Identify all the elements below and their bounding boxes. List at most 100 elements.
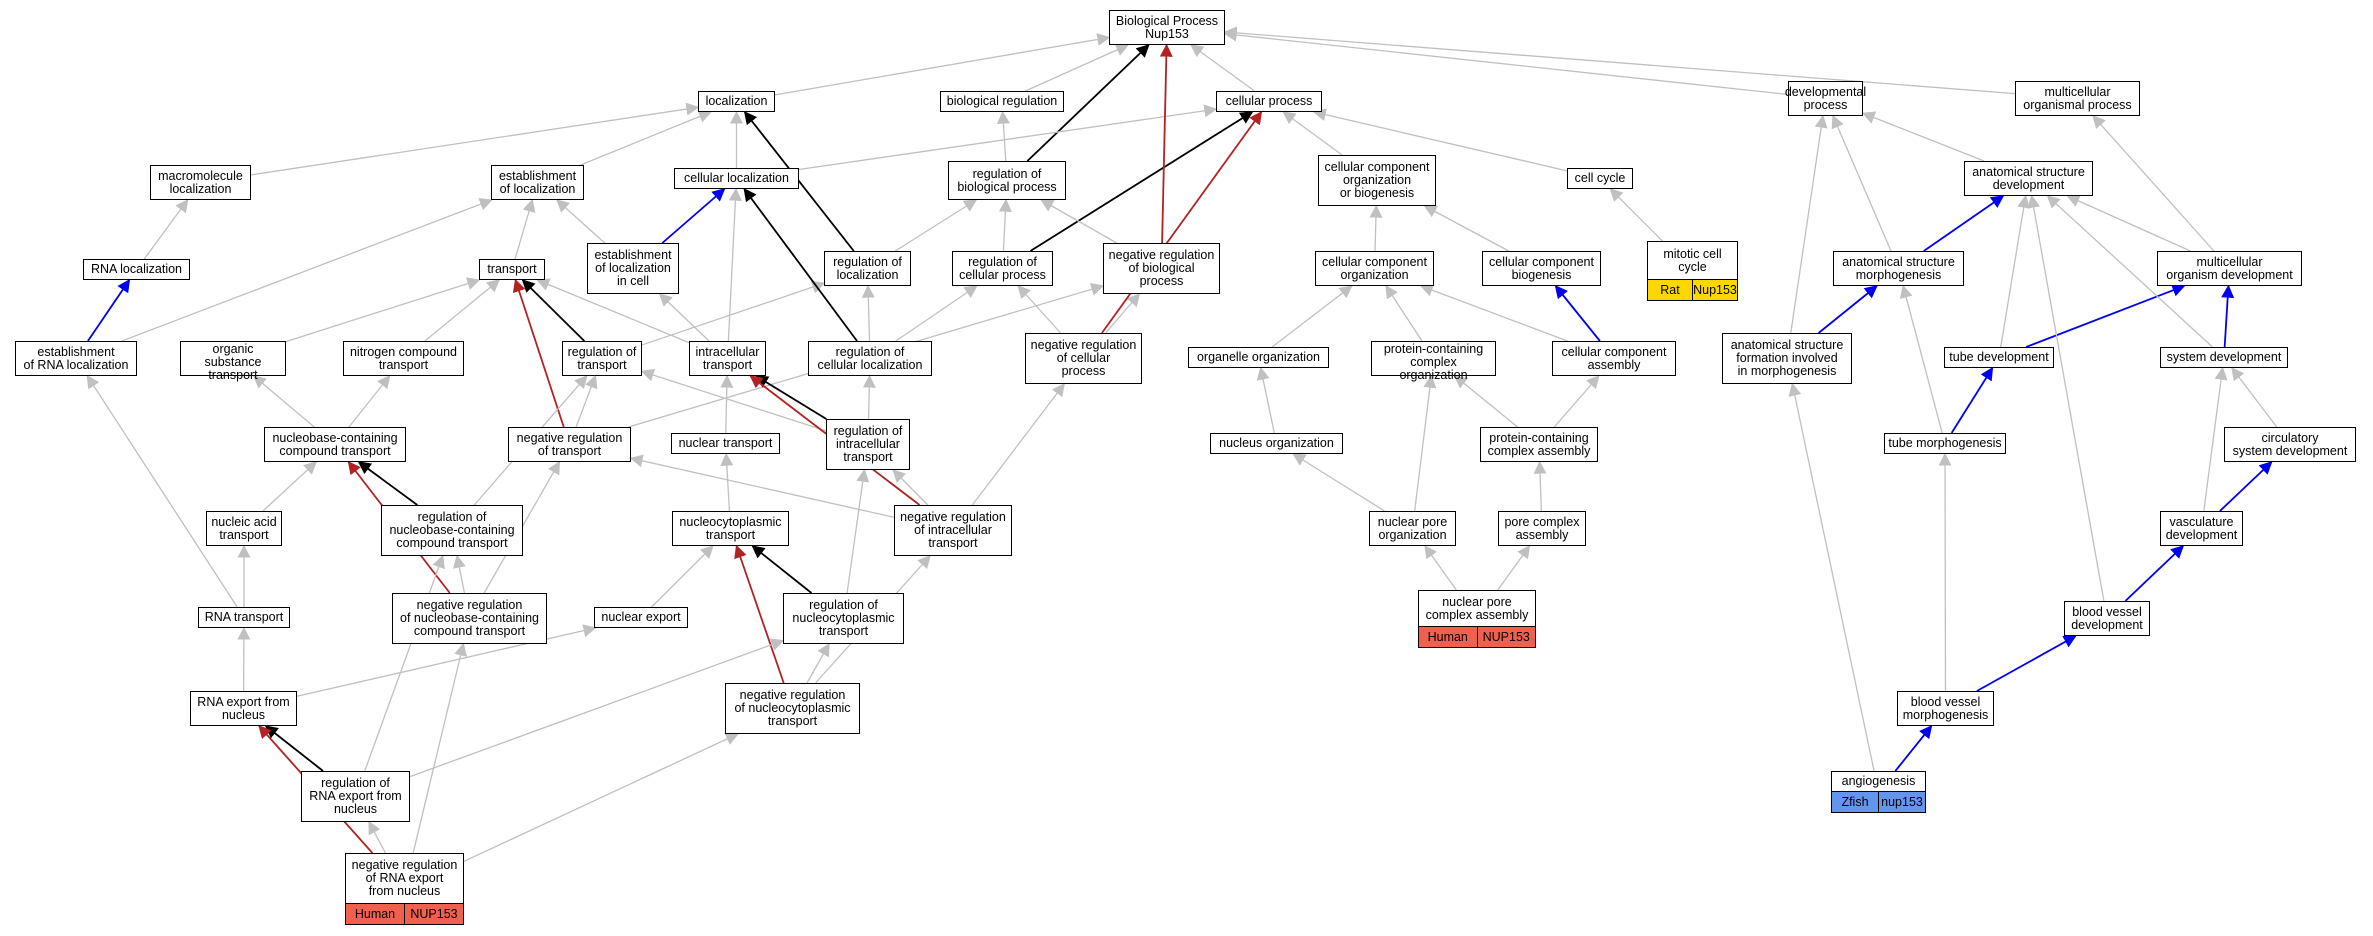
term-cellular-localization[interactable]: cellular localization <box>674 168 799 189</box>
term-nuclear-pore-organization[interactable]: nuclear pore organization <box>1369 511 1456 546</box>
edge-is-a <box>463 733 739 862</box>
term-label: pore complex assembly <box>1504 514 1580 542</box>
edge-is-a <box>285 277 481 343</box>
term-nucleus-organization[interactable]: nucleus organization <box>1210 433 1343 454</box>
term-system-development[interactable]: system development <box>2160 347 2288 368</box>
term-rna-transport[interactable]: RNA transport <box>198 607 290 628</box>
term-negative-regulation-of-nucleobase-containing-compound-transport[interactable]: negative regulation of nucleobase-contai… <box>392 593 547 644</box>
edge-is-a <box>846 468 870 594</box>
term-negative-regulation-of-cellular-process[interactable]: negative regulation of cellular process <box>1025 333 1142 384</box>
term-nuclear-export[interactable]: nuclear export <box>594 607 688 628</box>
term-nuclear-transport[interactable]: nuclear transport <box>671 433 780 454</box>
edge-is-a <box>1899 284 1943 434</box>
term-rna-localization[interactable]: RNA localization <box>83 259 190 280</box>
edge-is-a <box>252 375 315 428</box>
term-cellular-component-organization[interactable]: cellular component organization <box>1315 251 1434 286</box>
term-label: regulation of cellular process <box>959 254 1046 282</box>
term-nucleocytoplasmic-transport[interactable]: nucleocytoplasmic transport <box>672 511 789 546</box>
term-regulation-of-nucleobase-containing-compound-transport[interactable]: regulation of nucleobase-containing comp… <box>381 505 523 556</box>
term-regulation-of-rna-export-from-nucleus[interactable]: regulation of RNA export from nucleus <box>301 771 410 822</box>
term-cellular-component-biogenesis[interactable]: cellular component biogenesis <box>1482 251 1601 286</box>
term-cellular-process[interactable]: cellular process <box>1216 91 1322 112</box>
edge-is-a <box>720 452 734 512</box>
term-label: nuclear export <box>601 610 681 624</box>
term-anatomical-structure-formation-involved-in-morphogenesis[interactable]: anatomical structure formation involved … <box>1722 333 1852 384</box>
term-label: regulation of nucleobase-containing comp… <box>389 510 515 550</box>
term-negative-regulation-of-nucleocytoplasmic-transport[interactable]: negative regulation of nucleocytoplasmic… <box>725 683 860 734</box>
term-label: establishment of localization in cell <box>594 248 672 288</box>
term-label: multicellular organism development <box>2166 254 2293 282</box>
edge-is-a <box>1419 284 1568 342</box>
term-organelle-organization[interactable]: organelle organization <box>1188 347 1329 368</box>
edge-is-a <box>296 624 597 697</box>
term-multicellular-organismal-process[interactable]: multicellular organismal process <box>2015 81 2140 116</box>
edge-is-a <box>1190 44 1255 92</box>
term-cellular-component-organization-or-biogenesis[interactable]: cellular component organization or bioge… <box>1318 155 1436 206</box>
term-anatomical-structure-development[interactable]: anatomical structure development <box>1964 161 2093 196</box>
edge-regulates <box>357 461 418 506</box>
term-biological-regulation[interactable]: biological regulation <box>940 91 1064 112</box>
term-tube-morphogenesis[interactable]: tube morphogenesis <box>1884 433 2006 454</box>
term-protein-containing-complex-assembly[interactable]: protein-containing complex assembly <box>1480 427 1598 462</box>
term-regulation-of-cellular-localization[interactable]: regulation of cellular localization <box>808 341 932 376</box>
term-nucleic-acid-transport[interactable]: nucleic acid transport <box>206 511 282 546</box>
term-nucleobase-containing-compound-transport[interactable]: nucleobase-containing compound transport <box>264 427 406 462</box>
term-biological-process-nup153[interactable]: Biological Process Nup153 <box>1109 10 1225 45</box>
species-tag: Rat <box>1648 280 1692 300</box>
term-label: negative regulation of cellular process <box>1030 338 1137 378</box>
term-negative-regulation-of-biological-process[interactable]: negative regulation of biological proces… <box>1103 243 1220 294</box>
term-blood-vessel-development[interactable]: blood vessel development <box>2064 601 2150 636</box>
term-tube-development[interactable]: tube development <box>1944 347 2054 368</box>
term-blood-vessel-morphogenesis[interactable]: blood vessel morphogenesis <box>1897 691 1994 726</box>
term-localization[interactable]: localization <box>698 91 775 112</box>
term-multicellular-organism-development[interactable]: multicellular organism development <box>2157 251 2302 286</box>
term-circulatory-system-development[interactable]: circulatory system development <box>2224 427 2356 462</box>
term-regulation-of-biological-process[interactable]: regulation of biological process <box>948 161 1066 200</box>
edge-is-a <box>806 642 830 684</box>
term-regulation-of-localization[interactable]: regulation of localization <box>824 251 911 286</box>
edge-is-a <box>1831 114 1892 252</box>
edge-is-a <box>727 187 742 342</box>
term-regulation-of-nucleocytoplasmic-transport[interactable]: regulation of nucleocytoplasmic transpor… <box>783 593 904 644</box>
term-regulation-of-transport[interactable]: regulation of transport <box>562 341 642 376</box>
term-pore-complex-assembly[interactable]: pore complex assembly <box>1498 511 1586 546</box>
term-macromolecule-localization[interactable]: macromolecule localization <box>150 165 251 200</box>
term-establishment-of-localization[interactable]: establishment of localization <box>491 165 584 200</box>
term-negative-regulation-of-intracellular-transport[interactable]: negative regulation of intracellular tra… <box>894 505 1012 556</box>
term-label: organic substance transport <box>204 342 262 382</box>
term-organic-substance-transport[interactable]: organic substance transport <box>180 341 286 382</box>
term-establishment-of-localization-in-cell[interactable]: establishment of localization in cell <box>587 243 679 294</box>
gene-tag: nup153 <box>1878 792 1925 812</box>
term-label: regulation of nucleocytoplasmic transpor… <box>792 598 895 638</box>
term-label: cellular component biogenesis <box>1489 254 1594 282</box>
term-label: circulatory system development <box>2232 430 2348 458</box>
term-label: RNA localization <box>90 262 182 276</box>
term-nitrogen-compound-transport[interactable]: nitrogen compound transport <box>343 341 464 376</box>
term-vasculature-development[interactable]: vasculature development <box>2160 511 2243 546</box>
edge-regulates <box>521 279 585 342</box>
term-rna-export-from-nucleus[interactable]: RNA export from nucleus <box>190 691 297 726</box>
term-label: nucleus organization <box>1219 436 1334 450</box>
term-cell-cycle[interactable]: cell cycle <box>1567 168 1633 189</box>
term-negative-regulation-of-transport[interactable]: negative regulation of transport <box>508 427 631 462</box>
term-protein-containing-complex-organization[interactable]: protein-containing complex organization <box>1371 341 1496 382</box>
term-regulation-of-cellular-process[interactable]: regulation of cellular process <box>952 251 1053 286</box>
edge-negatively-regulates <box>512 278 565 428</box>
term-cellular-component-assembly[interactable]: cellular component assembly <box>1552 341 1676 376</box>
edge-is-a <box>862 374 876 420</box>
edge-is-a <box>1282 111 1343 156</box>
term-label: regulation of intracellular transport <box>833 424 903 464</box>
edge-is-a <box>996 110 1010 162</box>
term-developmental-process[interactable]: developmental process <box>1785 81 1866 116</box>
term-negative-regulation-of-rna-export-from-nucleus[interactable]: negative regulation of RNA export from n… <box>345 853 464 925</box>
edge-regulates <box>751 545 813 594</box>
term-establishment-of-rna-localization[interactable]: establishment of RNA localization <box>15 341 137 376</box>
term-anatomical-structure-morphogenesis[interactable]: anatomical structure morphogenesis <box>1833 251 1964 286</box>
term-transport[interactable]: transport <box>479 259 545 280</box>
edge-is-a <box>1105 293 1141 334</box>
term-intracellular-transport[interactable]: intracellular transport <box>689 341 766 376</box>
term-regulation-of-intracellular-transport[interactable]: regulation of intracellular transport <box>826 419 910 470</box>
